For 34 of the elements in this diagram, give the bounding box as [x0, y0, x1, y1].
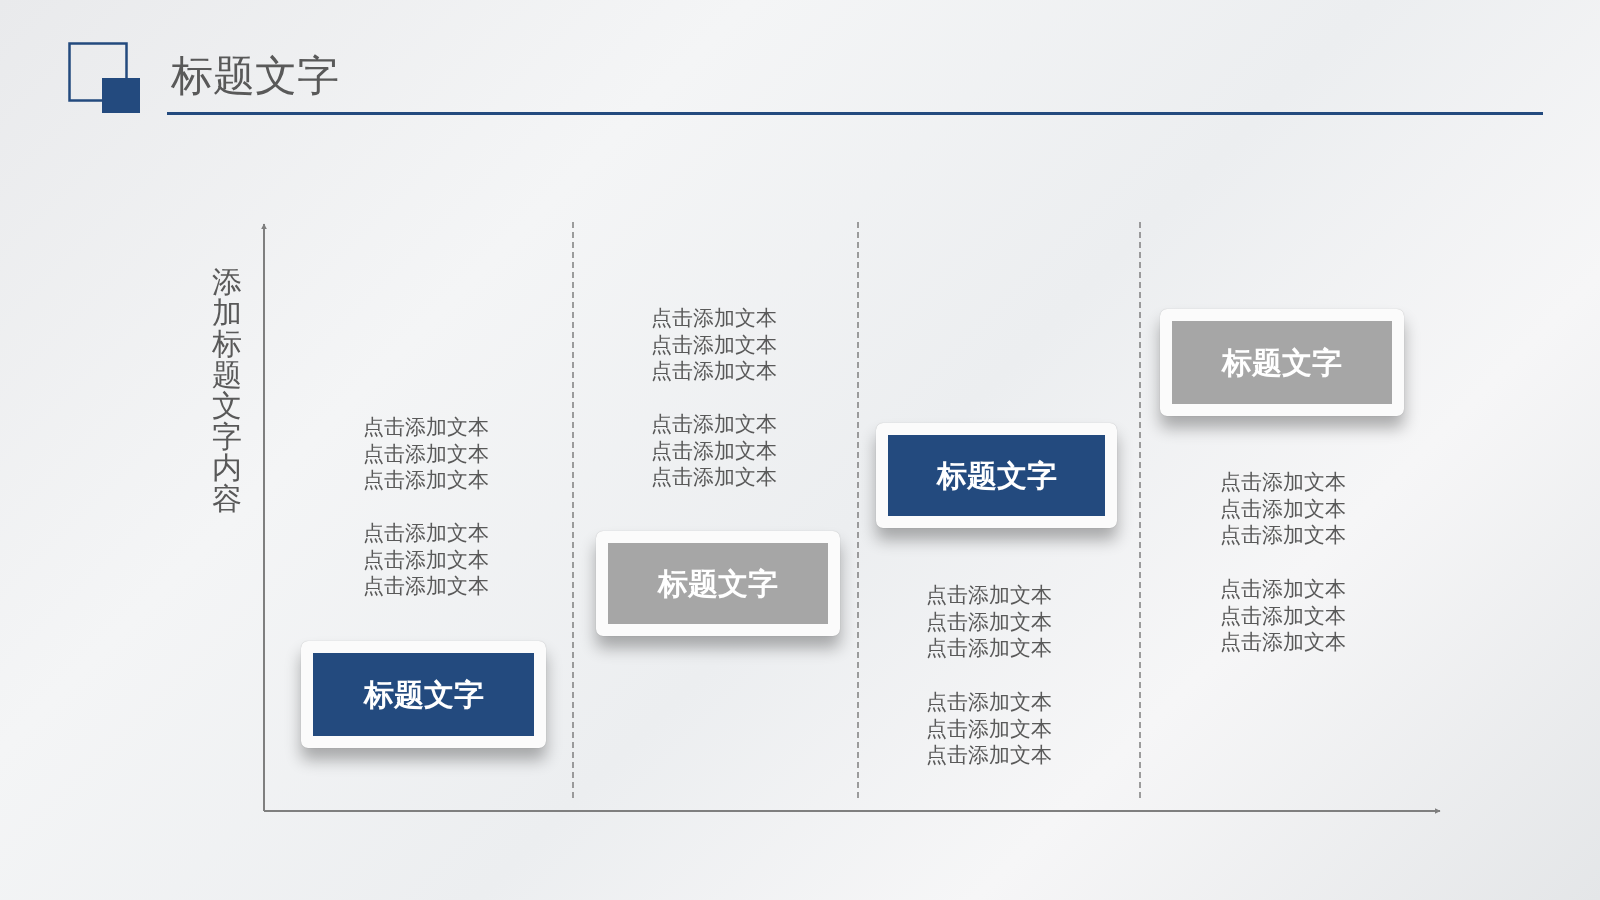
box-title: 标题文字 — [658, 565, 778, 602]
placeholder-text: 点击添加文本 — [1220, 576, 1346, 602]
placeholder-text: 点击添加文本 — [363, 520, 489, 546]
slide-title: 标题文字 — [171, 50, 339, 102]
box-title: 标题文字 — [1222, 344, 1342, 381]
placeholder-text: 点击添加文本 — [651, 437, 777, 464]
placeholder-text: 点击添加文本 — [363, 573, 489, 600]
placeholder-text: 点击添加文本 — [651, 358, 777, 385]
placeholder-text: 点击添加文本 — [651, 411, 777, 437]
box-title: 标题文字 — [363, 676, 484, 713]
placeholder-text: 点击添加文本 — [651, 305, 777, 331]
axis-title: 添加标题文字内容 — [211, 266, 242, 514]
placeholder-text: 点击添加文本 — [363, 440, 489, 467]
placeholder-text: 点击添加文本 — [1220, 602, 1346, 629]
placeholder-text: 点击添加文本 — [926, 689, 1052, 715]
placeholder-text: 点击添加文本 — [651, 331, 777, 358]
placeholder-text: 点击添加文本 — [926, 715, 1052, 742]
placeholder-text: 点击添加文本 — [1220, 469, 1346, 495]
title-box — [1160, 309, 1404, 416]
placeholder-text: 点击添加文本 — [926, 742, 1052, 769]
placeholder-text: 点击添加文本 — [926, 582, 1052, 608]
placeholder-text: 点击添加文本 — [651, 464, 777, 491]
title-box — [876, 423, 1117, 528]
placeholder-text: 点击添加文本 — [1220, 495, 1346, 522]
placeholder-text: 点击添加文本 — [363, 414, 489, 440]
placeholder-text: 点击添加文本 — [1220, 629, 1346, 656]
placeholder-text: 点击添加文本 — [1220, 522, 1346, 549]
placeholder-text: 点击添加文本 — [926, 635, 1052, 662]
placeholder-text: 点击添加文本 — [363, 546, 489, 573]
placeholder-text: 点击添加文本 — [363, 467, 489, 494]
placeholder-text: 点击添加文本 — [926, 608, 1052, 635]
title-box — [596, 531, 840, 636]
title-box — [301, 641, 546, 748]
box-title: 标题文字 — [936, 457, 1057, 494]
